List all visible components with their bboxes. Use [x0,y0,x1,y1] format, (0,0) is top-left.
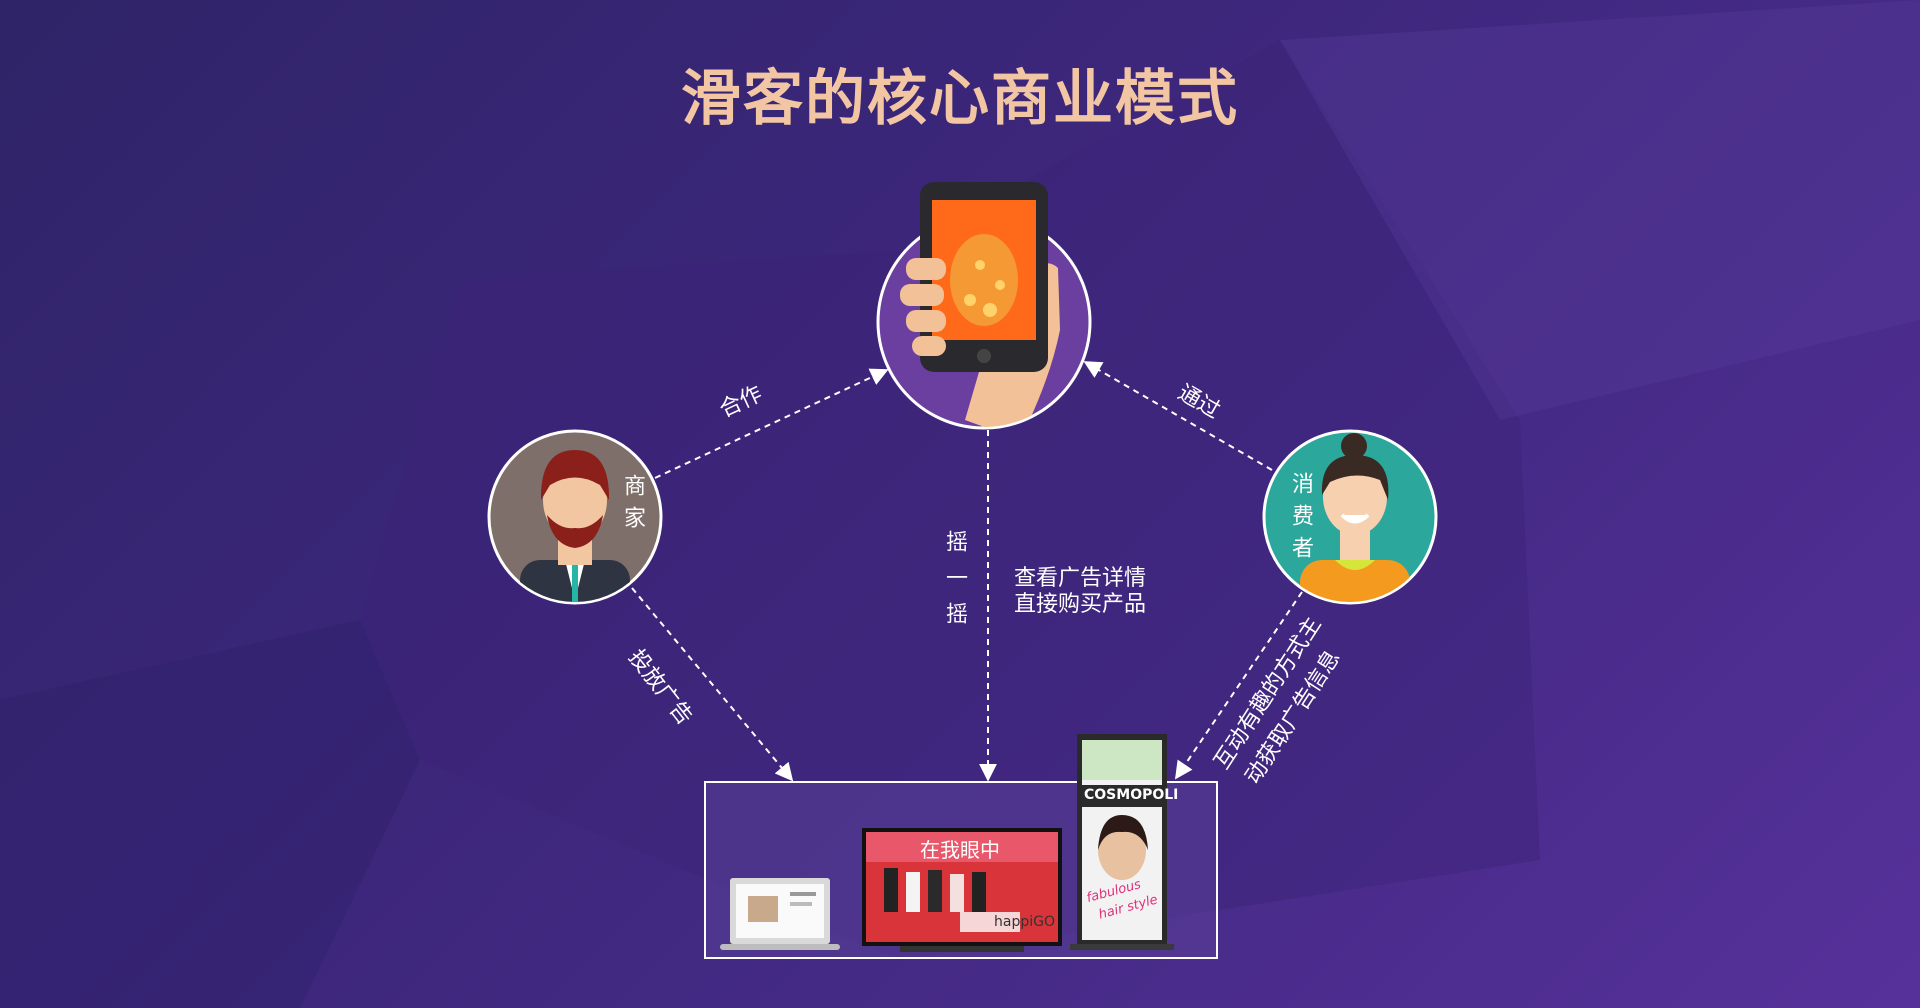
merchant-label: 商家 [620,474,645,538]
edge-label-view-details: 查看广告详情 [1014,566,1147,591]
edge-label-shake: 摇一摇 [942,530,967,638]
phone-hand-icon [876,182,1092,430]
tv-banner-text: 在我眼中 [920,838,1000,862]
arrow-consumer-to-screens [1174,591,1303,780]
arrow-consumer-to-phone [1083,361,1273,471]
tv-icon [862,828,1062,952]
edge-label-buy-products: 直接购买产品 [1014,592,1147,617]
arrow-merchant-to-screens [631,587,794,782]
merchant-avatar-icon [487,429,663,605]
consumer-label: 消费者 [1288,472,1313,568]
arrow-merchant-to-phone [654,368,889,479]
poster-title-text: COSMOPOLI [1084,787,1179,803]
tv-brand-text: happiGO [994,914,1055,930]
kiosk-poster-icon [1070,734,1174,950]
consumer-avatar-icon [1262,429,1438,605]
laptop-icon [720,878,840,950]
page-title: 滑客的核心商业模式 [681,64,1239,134]
